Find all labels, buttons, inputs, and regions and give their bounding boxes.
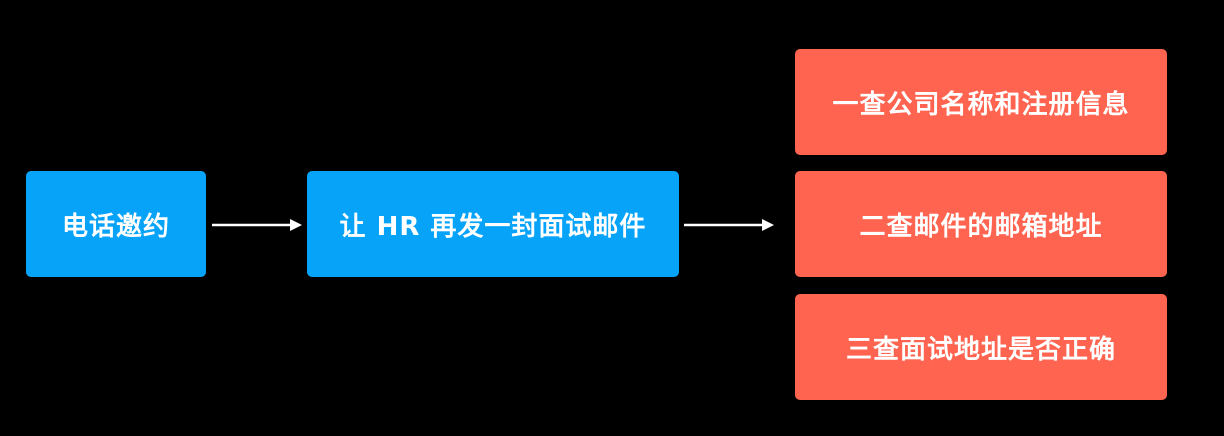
check-email-address: 二查邮件的邮箱地址 — [795, 171, 1167, 277]
step-phone-invite-label: 电话邀约 — [61, 211, 170, 242]
step-phone-invite: 电话邀约 — [26, 171, 206, 277]
arrow-right-icon — [684, 219, 774, 231]
arrow-right-icon — [212, 219, 302, 231]
step-resend-email-label: 让 HR 再发一封面试邮件 — [339, 211, 647, 242]
check-interview-address-label: 三查面试地址是否正确 — [845, 334, 1116, 365]
step-resend-email: 让 HR 再发一封面试邮件 — [307, 171, 679, 277]
check-company-info: 一查公司名称和注册信息 — [795, 49, 1167, 155]
check-email-address-label: 二查邮件的邮箱地址 — [859, 211, 1103, 242]
check-interview-address: 三查面试地址是否正确 — [795, 294, 1167, 400]
check-company-info-label: 一查公司名称和注册信息 — [832, 89, 1130, 120]
